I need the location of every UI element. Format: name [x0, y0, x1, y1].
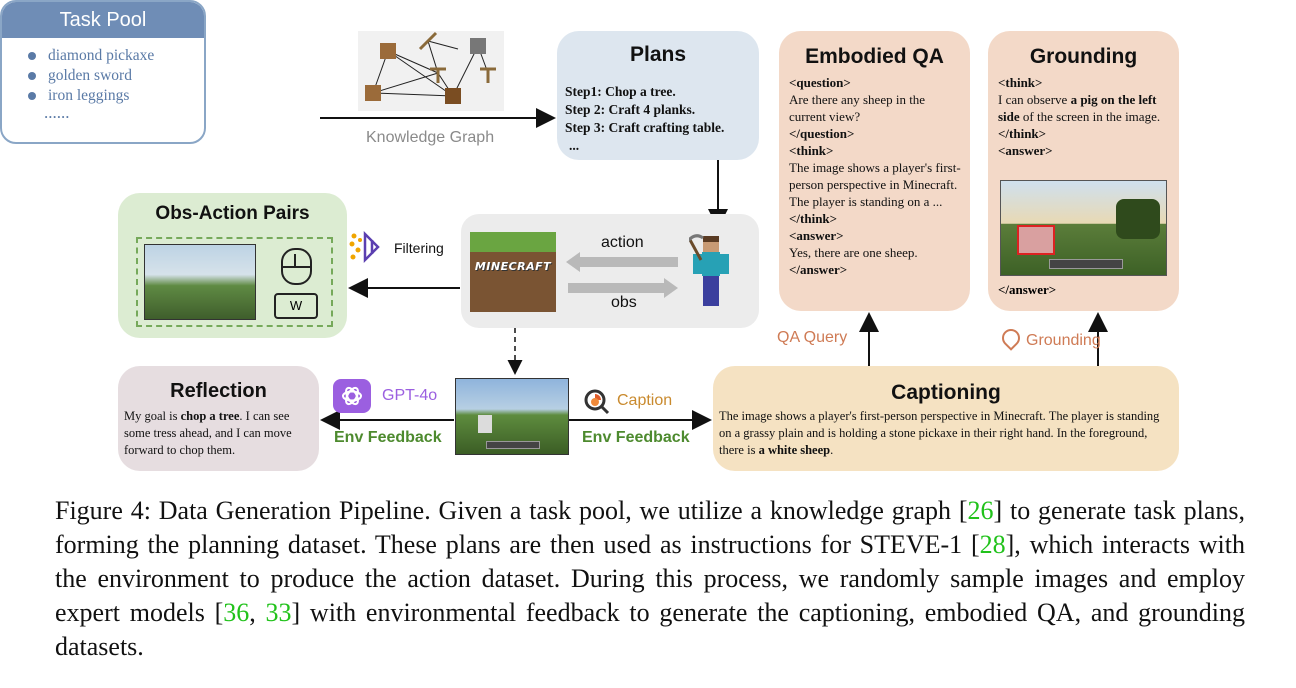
- gpt-label: GPT-4o: [382, 387, 438, 404]
- captioning-title: Captioning: [891, 381, 1001, 404]
- caption-text: ], which interacts with the environment …: [55, 530, 1245, 627]
- grounding-label-text: Grounding: [1026, 332, 1101, 349]
- qa-query-label: QA Query: [777, 329, 848, 346]
- minecraft-block-icon: MINECRAFT: [470, 232, 556, 312]
- task-pool-title: Task Pool: [2, 2, 204, 38]
- pig-bounding-box: [1017, 225, 1055, 255]
- knowledge-graph-label: Knowledge Graph: [366, 129, 495, 146]
- minecraft-logo: MINECRAFT: [474, 260, 552, 273]
- qa-tag: <think>: [789, 143, 834, 158]
- obs-action-title: Obs-Action Pairs: [155, 203, 310, 224]
- steve-agent-icon: [689, 234, 729, 306]
- grounding-label: Grounding: [998, 325, 1101, 351]
- plans-box: Plans Step1: Chop a tree. Step 2: Craft …: [557, 31, 759, 160]
- location-pin-icon: [998, 325, 1024, 351]
- qa-tag: <question>: [789, 75, 851, 90]
- task-pool-more: ......: [44, 103, 70, 122]
- grounding-think-open: <think>: [998, 75, 1043, 90]
- captioning-text: The image shows a player's first-person …: [719, 408, 1173, 459]
- qa-line: The image shows a player's first-person …: [789, 160, 961, 209]
- sampled-screenshot: [455, 378, 569, 455]
- w-key-icon: W: [274, 293, 318, 319]
- grounding-title: Grounding: [1029, 45, 1138, 68]
- citation-link[interactable]: 36: [223, 598, 250, 627]
- env-feedback-right: Env Feedback: [582, 429, 690, 446]
- qa-tag: </answer>: [789, 262, 848, 277]
- grass-top: [470, 232, 556, 252]
- reflection-box: Reflection My goal is chop a tree. I can…: [118, 366, 319, 471]
- reflection-title: Reflection: [170, 380, 267, 402]
- mouse-icon: [281, 248, 312, 285]
- task-pool-box: Task Pool diamond pickaxe golden sword i…: [0, 0, 206, 144]
- citation-link[interactable]: 28: [979, 530, 1006, 559]
- reflection-bold: chop a tree: [180, 409, 240, 423]
- obs-action-box: Obs-Action Pairs W: [118, 193, 347, 338]
- grounding-box: Grounding <think> I can observe a pig on…: [988, 31, 1179, 311]
- grounding-screenshot: [1000, 180, 1167, 276]
- obs-action-dashed-frame: [136, 237, 333, 327]
- grounding-text-bold: a pig on the left side: [998, 92, 1157, 124]
- grounding-text-pre: I can observe: [998, 92, 1071, 107]
- citation-link[interactable]: 26: [967, 496, 994, 525]
- figure-caption: Figure 4: Data Generation Pipeline. Give…: [55, 494, 1245, 664]
- hotbar: [1049, 259, 1123, 269]
- captioning-box: Captioning The image shows a player's fi…: [713, 366, 1179, 471]
- knowledge-graph-icon: [365, 31, 496, 104]
- caption-search-icon: [583, 388, 611, 421]
- embodied-qa-text: <question> Are there any sheep in the cur…: [789, 74, 962, 278]
- grounding-answer-close: </answer>: [998, 282, 1057, 297]
- caption-text: ] with environmental feedback to generat…: [55, 598, 1246, 661]
- knowledge-graph-image: [358, 31, 504, 111]
- env-feedback-left: Env Feedback: [334, 429, 442, 446]
- caption-text: ,: [249, 598, 266, 627]
- environment-box: MINECRAFT action obs: [461, 214, 759, 328]
- filter-icon: [348, 230, 384, 269]
- caption-label: Caption: [617, 392, 673, 409]
- openai-logo-icon: [333, 379, 371, 413]
- grounding-text: <think> I can observe a pig on the left …: [998, 74, 1171, 159]
- caption-text: ] to generate task plans, forming the pl…: [55, 496, 1245, 559]
- action-label: action: [601, 234, 644, 251]
- qa-tag: </question>: [789, 126, 855, 141]
- task-pool-item: golden sword: [26, 66, 204, 86]
- task-pool-item: iron leggings: [26, 86, 204, 106]
- qa-line: Yes, there are one sheep.: [789, 245, 918, 260]
- grounding-answer-open: <answer>: [998, 143, 1053, 158]
- plan-step: Step 3: Craft crafting table.: [565, 120, 725, 135]
- plan-step: Step 2: Craft 4 planks.: [565, 102, 696, 117]
- plan-step: Step1: Chop a tree.: [565, 84, 676, 99]
- qa-line: Are there any sheep in the current view?: [789, 92, 926, 124]
- qa-tag: </think>: [789, 211, 838, 226]
- filtering-label: Filtering: [394, 240, 444, 256]
- reflection-post: . I can see some tress ahead, and I can …: [124, 409, 292, 457]
- sheep-figure: [478, 415, 492, 433]
- qa-tag: <answer>: [789, 228, 844, 243]
- action-obs-arrows: [566, 252, 678, 298]
- tree-silhouette: [1116, 199, 1160, 239]
- captioning-bold: a white sheep: [758, 443, 831, 457]
- embodied-qa-box: Embodied QA <question> Are there any shee…: [779, 31, 970, 311]
- captioning-pre: The image shows a player's first-person …: [719, 409, 1160, 457]
- captioning-post: .: [830, 443, 834, 457]
- grounding-text-post: of the screen in the image.: [1019, 109, 1161, 124]
- plans-steps: Step1: Chop a tree. Step 2: Craft 4 plan…: [565, 83, 724, 155]
- embodied-qa-title: Embodied QA: [805, 45, 944, 68]
- plan-step: ...: [569, 138, 580, 153]
- grounding-think-close: </think>: [998, 126, 1047, 141]
- citation-link[interactable]: 33: [265, 598, 292, 627]
- task-pool-item: diamond pickaxe: [26, 46, 204, 66]
- obs-label: obs: [611, 294, 637, 311]
- reflection-text: My goal is chop a tree. I can see some t…: [124, 408, 313, 459]
- caption-text: Figure 4: Data Generation Pipeline. Give…: [55, 496, 968, 525]
- hotbar: [486, 441, 540, 449]
- plans-title: Plans: [629, 43, 687, 66]
- observation-screenshot: [144, 244, 256, 320]
- task-pool-list: diamond pickaxe golden sword iron leggin…: [26, 46, 204, 106]
- reflection-pre: My goal is: [124, 409, 181, 423]
